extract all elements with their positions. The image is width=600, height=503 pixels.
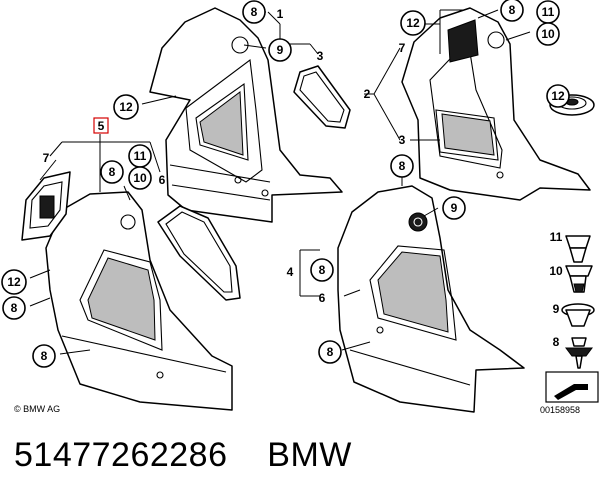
- legend-label-11: 11: [550, 230, 563, 244]
- label-1: 1: [277, 7, 284, 21]
- callout-8-center-low[interactable]: 8: [318, 340, 342, 364]
- label-5-highlight: 5: [93, 117, 109, 134]
- trim-clip-block-left: [21, 171, 71, 241]
- svg-text:10: 10: [541, 27, 555, 41]
- legend-part-10-clip: [565, 265, 593, 293]
- callout-12-legend[interactable]: 12: [546, 84, 570, 108]
- legend-label-10: 10: [549, 264, 563, 278]
- svg-text:8: 8: [509, 3, 516, 17]
- callout-8-left-mid[interactable]: 8: [2, 296, 26, 320]
- callout-10-left[interactable]: 10: [128, 166, 152, 190]
- svg-text:8: 8: [399, 159, 406, 173]
- label-3-right: 3: [399, 133, 406, 147]
- callout-11-left[interactable]: 11: [128, 144, 152, 168]
- svg-text:12: 12: [406, 16, 420, 30]
- parts-diagram: 8 9 12 12 8 11 10 11 10 8 12 8: [1, 0, 599, 415]
- callout-8-right[interactable]: 8: [500, 0, 524, 22]
- copyright: © BMW AG: [14, 404, 60, 414]
- label-2: 2: [364, 87, 371, 101]
- svg-text:8: 8: [251, 5, 258, 19]
- label-6-left: 6: [159, 173, 166, 187]
- legend-label-8: 8: [553, 335, 560, 349]
- trunk-trim-panel-center: [337, 185, 525, 413]
- callout-8-center-mid[interactable]: 8: [310, 258, 334, 282]
- svg-text:10: 10: [133, 171, 147, 185]
- label-3-top: 3: [317, 49, 324, 63]
- svg-text:12: 12: [7, 275, 21, 289]
- svg-text:8: 8: [11, 301, 18, 315]
- trunk-trim-panel-right: [401, 7, 591, 201]
- callout-12-right[interactable]: 12: [400, 10, 426, 36]
- callout-12-top[interactable]: 12: [113, 94, 139, 120]
- callout-8-left-upper[interactable]: 8: [100, 160, 124, 184]
- label-7-right: 7: [399, 41, 406, 55]
- part-number-caption: 51477262286 BMW: [14, 436, 352, 474]
- callout-12-left[interactable]: 12: [1, 269, 27, 295]
- leader-lines: [29, 9, 531, 355]
- svg-text:8: 8: [41, 349, 48, 363]
- svg-text:8: 8: [327, 345, 334, 359]
- svg-text:11: 11: [134, 149, 147, 163]
- cover-panel-left: [157, 205, 241, 301]
- svg-text:9: 9: [451, 201, 458, 215]
- callout-8-top[interactable]: 8: [242, 0, 266, 24]
- legend-part-11-expanding-rivet: [565, 235, 591, 263]
- label-4: 4: [287, 265, 294, 279]
- svg-text:8: 8: [319, 263, 326, 277]
- trunk-trim-panel-left: [45, 191, 233, 411]
- svg-text:8: 8: [109, 165, 116, 179]
- label-5: 5: [98, 119, 105, 133]
- callout-11-right[interactable]: 11: [536, 0, 560, 24]
- callout-9-top[interactable]: 9: [268, 38, 292, 62]
- callout-8-left-low[interactable]: 8: [32, 344, 56, 368]
- legend-label-9: 9: [553, 302, 560, 316]
- legend-part-8-screw: [565, 337, 593, 369]
- label-6-center: 6: [319, 291, 326, 305]
- diagram-number: 00158958: [540, 405, 580, 415]
- svg-text:9: 9: [277, 43, 284, 57]
- svg-text:12: 12: [551, 89, 565, 103]
- cover-panel-top: [293, 65, 351, 129]
- label-7-left: 7: [43, 151, 50, 165]
- callout-10-right[interactable]: 10: [536, 22, 560, 46]
- legend-part-9-cap: [561, 303, 595, 327]
- trunk-trim-panel-top: [149, 7, 343, 223]
- callout-9-center[interactable]: 9: [442, 196, 466, 220]
- legend-direction-arrow: [545, 371, 599, 403]
- svg-text:12: 12: [119, 100, 133, 114]
- callout-8-center-upper[interactable]: 8: [390, 154, 414, 178]
- svg-text:11: 11: [542, 5, 555, 19]
